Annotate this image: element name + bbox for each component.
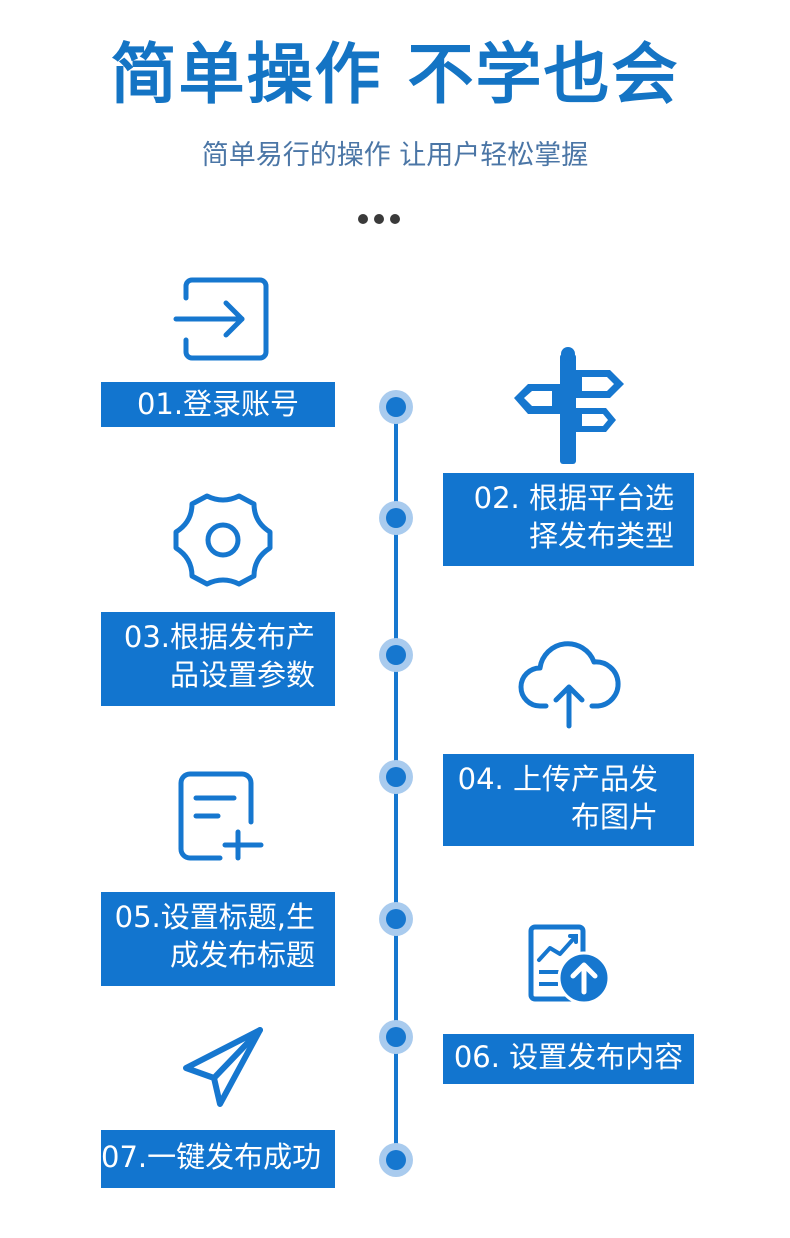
paper-plane-icon — [180, 1026, 266, 1108]
timeline-node — [379, 1143, 413, 1177]
document-add-icon — [176, 770, 268, 864]
page-subtitle: 简单易行的操作 让用户轻松掌握 — [201, 140, 589, 171]
step-1-label: 01.登录账号 — [101, 382, 335, 427]
page-title: 简单操作 不学也会 — [110, 36, 680, 113]
step-6-label: 06. 设置发布内容 — [443, 1034, 694, 1084]
gear-icon — [172, 492, 274, 588]
timeline-node — [379, 638, 413, 672]
step-5-label: 05.设置标题,生成发布标题 — [101, 892, 335, 986]
timeline-node — [379, 1020, 413, 1054]
login-icon — [172, 276, 272, 364]
step-7-label: 07.一键发布成功 — [101, 1130, 335, 1188]
timeline-node — [379, 902, 413, 936]
divider-dots — [358, 209, 408, 224]
chart-upload-icon — [526, 922, 612, 1006]
step-2-label: 02. 根据平台选择发布类型 — [443, 473, 694, 566]
signpost-icon — [510, 346, 628, 466]
cloud-upload-icon — [516, 636, 622, 730]
timeline-node — [379, 390, 413, 424]
timeline-node — [379, 760, 413, 794]
step-4-label: 04. 上传产品发布图片 — [443, 754, 694, 846]
timeline-node — [379, 501, 413, 535]
step-3-label: 03.根据发布产品设置参数 — [101, 612, 335, 706]
